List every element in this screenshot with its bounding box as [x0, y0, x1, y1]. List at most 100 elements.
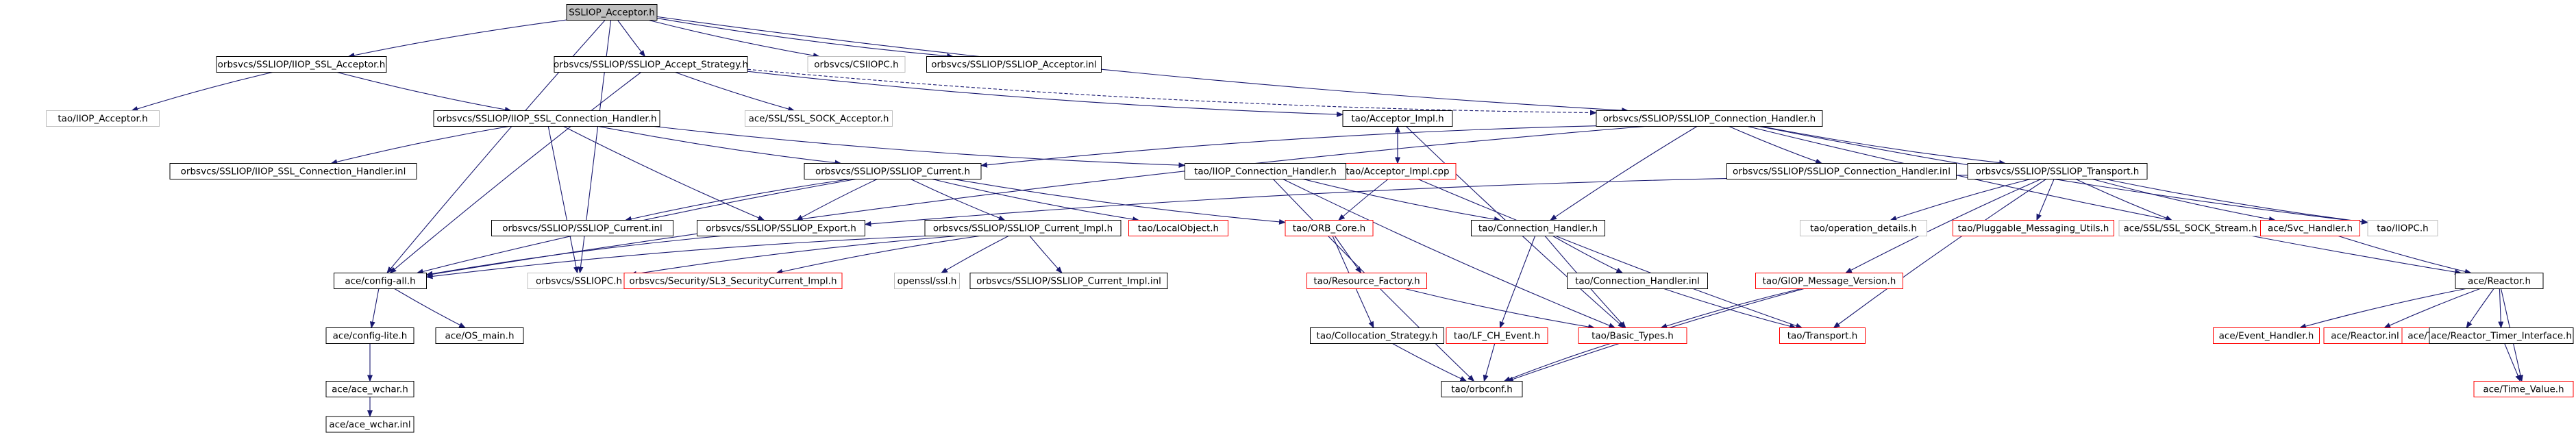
edge-iiop_ssl_ch-to-iiop_ssl_ch_inl [330, 125, 509, 165]
edge-ssliop_transport-to-ssliop_export [864, 175, 1968, 227]
edge-root-to-ssliopc [578, 20, 612, 274]
node-label-iiopc: tao/IIOPC.h [2377, 223, 2428, 234]
edge-root-to-ssliop_ch [656, 16, 1629, 113]
node-box-reactor [2455, 273, 2544, 289]
node-label-conn_handler_inl: tao/Connection_Handler.inl [1575, 276, 1700, 287]
node-box-giop_msg_ver [1755, 273, 1903, 289]
node-box-conn_handler_inl [1567, 273, 1708, 289]
node-ssliop_ch[interactable]: orbsvcs/SSLIOP/SSLIOP_Connection_Handler… [1596, 110, 1823, 127]
node-config_all[interactable]: ace/config-all.h [334, 273, 427, 289]
nodes-layer: SSLIOP_Acceptor.h orbsvcs/SSLIOP/IIOP_SSL… [46, 4, 2574, 433]
node-box-collocation [1310, 327, 1444, 344]
edge-ssliop_ch-to-ssliop_current [980, 125, 1597, 168]
node-resource_factory[interactable]: tao/Resource_Factory.h [1306, 273, 1427, 289]
node-box-openssl [894, 273, 960, 289]
node-orbconf[interactable]: tao/orbconf.h [1441, 381, 1523, 397]
edge-root-to-config_all [386, 20, 606, 274]
node-box-ssliop_export [697, 220, 865, 236]
node-label-iiop_ssl_ch: orbsvcs/SSLIOP/IIOP_SSL_Connection_Handl… [436, 114, 656, 125]
node-op_details[interactable]: tao/operation_details.h [1800, 220, 1927, 236]
edge-ssliop_ch-to-iiopc [1759, 125, 2368, 225]
node-pluggable[interactable]: tao/Pluggable_Messaging_Utils.h [1953, 220, 2114, 236]
node-box-event_handler [2213, 327, 2320, 344]
node-box-ssliop_current_impl [924, 220, 1122, 236]
edge-ssliop_current-to-orb_core [953, 178, 1286, 225]
node-iiop_ssl_ch_inl[interactable]: orbsvcs/SSLIOP/IIOP_SSL_Connection_Handl… [169, 163, 417, 179]
node-time_value[interactable]: ace/Time_Value.h [2473, 381, 2574, 397]
node-csiiopc[interactable]: orbsvcs/CSIIOPC.h [807, 56, 906, 73]
node-current_impl_inl[interactable]: orbsvcs/SSLIOP/SSLIOP_Current_Impl.inl [969, 273, 1168, 289]
node-ssliopc[interactable]: orbsvcs/SSLIOPC.h [527, 273, 631, 289]
edge-svc_handler-to-reactor [2338, 235, 2472, 275]
node-box-iiop_ssl_ch [433, 110, 660, 127]
edge-ssliop_transport-to-op_details [1890, 178, 2031, 221]
node-root[interactable]: SSLIOP_Acceptor.h [566, 4, 658, 21]
node-reactor_timer_if[interactable]: ace/Reactor_Timer_Interface.h [2429, 327, 2574, 344]
node-acc_inl[interactable]: orbsvcs/SSLIOP/SSLIOP_Acceptor.inl [926, 56, 1102, 73]
node-conn_handler_inl[interactable]: tao/Connection_Handler.inl [1567, 273, 1708, 289]
node-svc_handler[interactable]: ace/Svc_Handler.h [2260, 220, 2360, 236]
node-box-ace_wchar_h [325, 381, 414, 397]
node-box-tao_iiop_acc [46, 110, 160, 127]
node-label-acc_impl_h: tao/Acceptor_Impl.h [1351, 114, 1444, 125]
edge-accept_strat-to-config_all [389, 72, 641, 274]
node-ssliop_ch_inl[interactable]: orbsvcs/SSLIOP/SSLIOP_Connection_Handler… [1726, 163, 1957, 179]
node-ssliop_export[interactable]: orbsvcs/SSLIOP/SSLIOP_Export.h [697, 220, 865, 236]
node-acc_impl_cpp[interactable]: tao/Acceptor_Impl.cpp [1339, 163, 1457, 179]
node-label-basic_types: tao/Basic_Types.h [1592, 331, 1674, 342]
node-ace_wchar_inl[interactable]: ace/ace_wchar.inl [325, 416, 414, 433]
node-collocation[interactable]: tao/Collocation_Strategy.h [1310, 327, 1444, 344]
node-ace_ssl_sock_acc[interactable]: ace/SSL/SSL_SOCK_Acceptor.h [745, 110, 893, 127]
node-label-ssliop_current: orbsvcs/SSLIOP/SSLIOP_Current.h [815, 166, 970, 177]
node-localobject[interactable]: tao/LocalObject.h [1128, 220, 1228, 236]
node-ssl_sock_stream[interactable]: ace/SSL/SSL_SOCK_Stream.h [2118, 220, 2262, 236]
node-box-transport [1779, 327, 1866, 344]
node-tao_iiop_ch[interactable]: tao/IIOP_Connection_Handler.h [1185, 163, 1346, 179]
node-iiopc[interactable]: tao/IIOPC.h [2367, 220, 2438, 236]
node-label-config_lite: ace/config-lite.h [333, 331, 408, 342]
edge-iiop_ssl_ch-to-ssliopc [547, 126, 579, 274]
edge-root-to-acc_inl [656, 18, 954, 59]
edge-reactor-to-event_handler [2299, 288, 2466, 329]
node-ace_wchar_h[interactable]: ace/ace_wchar.h [325, 381, 414, 397]
node-lf_ch_event[interactable]: tao/LF_CH_Event.h [1446, 327, 1548, 344]
node-box-iiopc [2367, 220, 2438, 236]
node-iiop_ssl_ch[interactable]: orbsvcs/SSLIOP/IIOP_SSL_Connection_Handl… [433, 110, 660, 127]
node-giop_msg_ver[interactable]: tao/GIOP_Message_Version.h [1755, 273, 1903, 289]
node-basic_types[interactable]: tao/Basic_Types.h [1578, 327, 1687, 344]
node-label-time_value: ace/Time_Value.h [2483, 384, 2564, 395]
node-ssliop_current_inl[interactable]: orbsvcs/SSLIOP/SSLIOP_Current.inl [491, 220, 673, 236]
node-tao_iiop_acc[interactable]: tao/IIOP_Acceptor.h [46, 110, 160, 127]
node-reactor[interactable]: ace/Reactor.h [2455, 273, 2544, 289]
edge-config_all-to-config_lite [369, 288, 380, 329]
edge-ssliop_export-to-config_all [425, 235, 721, 277]
edge-acc_impl_cpp-to-transport [1417, 178, 1803, 329]
node-box-ssliop_transport [1967, 163, 2148, 179]
node-sl3_impl[interactable]: orbsvcs/Security/SL3_SecurityCurrent_Imp… [623, 273, 843, 289]
node-ssliop_transport[interactable]: orbsvcs/SSLIOP/SSLIOP_Transport.h [1967, 163, 2148, 179]
node-os_main[interactable]: ace/OS_main.h [435, 327, 524, 344]
node-orb_core[interactable]: tao/ORB_Core.h [1285, 220, 1374, 236]
node-transport[interactable]: tao/Transport.h [1779, 327, 1866, 344]
node-config_lite[interactable]: ace/config-lite.h [325, 327, 414, 344]
edge-conn_handler-to-lf_ch_event [1499, 236, 1536, 329]
node-accept_strat[interactable]: orbsvcs/SSLIOP/SSLIOP_Accept_Strategy.h [554, 56, 748, 73]
node-acc_impl_h[interactable]: tao/Acceptor_Impl.h [1342, 110, 1453, 127]
node-reactor_inl[interactable]: ace/Reactor.inl [2323, 327, 2407, 344]
node-label-reactor: ace/Reactor.h [2468, 276, 2531, 287]
node-iiop_ssl_acc[interactable]: orbsvcs/SSLIOP/IIOP_SSL_Acceptor.h [216, 56, 387, 73]
edge-ssliop_current-to-ssliop_export [795, 179, 878, 221]
node-box-resource_factory [1306, 273, 1427, 289]
node-conn_handler[interactable]: tao/Connection_Handler.h [1471, 220, 1605, 236]
node-label-ssliop_transport: orbsvcs/SSLIOP/SSLIOP_Transport.h [1976, 166, 2140, 177]
node-ssliop_current[interactable]: orbsvcs/SSLIOP/SSLIOP_Current.h [804, 163, 982, 179]
node-openssl[interactable]: openssl/ssl.h [894, 273, 960, 289]
node-label-sl3_impl: orbsvcs/Security/SL3_SecurityCurrent_Imp… [629, 276, 837, 287]
node-box-ssliop_current [804, 163, 982, 179]
node-ssliop_current_impl[interactable]: orbsvcs/SSLIOP/SSLIOP_Current_Impl.h [924, 220, 1122, 236]
node-label-op_details: tao/operation_details.h [1810, 223, 1917, 234]
edge-acc_impl_cpp-to-orb_core [1338, 179, 1389, 221]
node-label-conn_handler: tao/Connection_Handler.h [1478, 223, 1598, 234]
node-event_handler[interactable]: ace/Event_Handler.h [2213, 327, 2320, 344]
